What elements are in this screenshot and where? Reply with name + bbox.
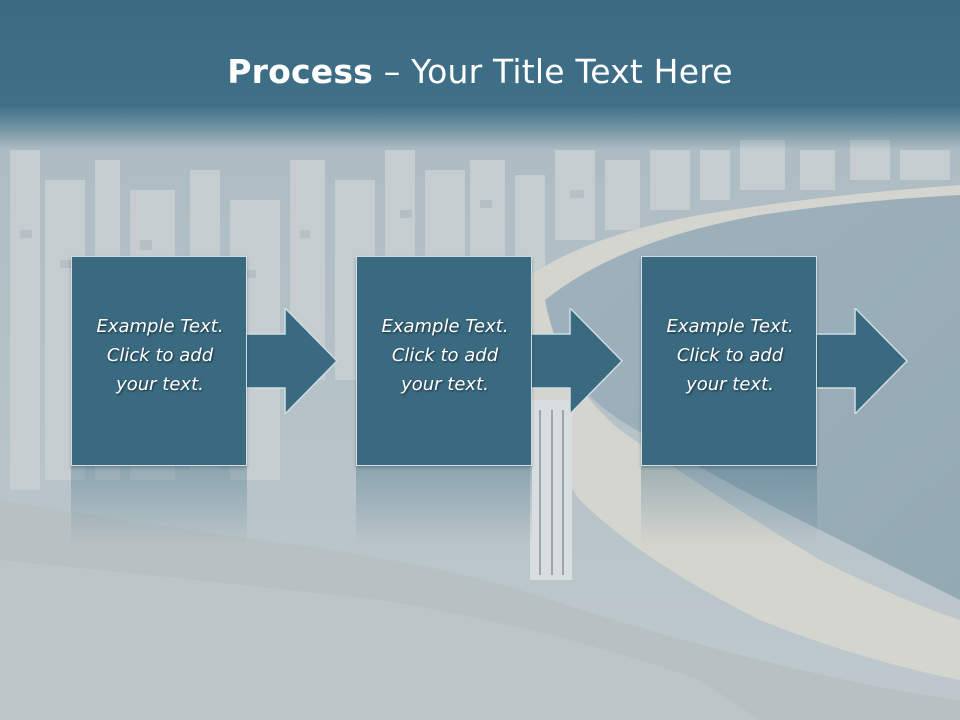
step-text-line: your text.: [686, 374, 774, 395]
title-rest: – Your Title Text Here: [373, 52, 733, 91]
step-text[interactable]: Example Text. Click to add your text.: [72, 312, 248, 399]
step-text-line: Click to add: [391, 345, 499, 366]
process-step-2: Example Text. Click to add your text.: [356, 256, 626, 466]
step-text-line: Click to add: [106, 345, 214, 366]
step-text-line: Example Text.: [96, 316, 224, 337]
step-reflection: [71, 466, 247, 546]
step-text[interactable]: Example Text. Click to add your text.: [357, 312, 533, 399]
step-text-line: your text.: [116, 374, 204, 395]
page-title: Process – Your Title Text Here: [0, 52, 960, 91]
arrow-right-icon: [524, 308, 624, 414]
process-step-1: Example Text. Click to add your text.: [71, 256, 341, 466]
arrow-right-icon: [239, 308, 339, 414]
step-reflection: [641, 466, 817, 546]
step-text-line: your text.: [401, 374, 489, 395]
step-reflection: [356, 466, 532, 546]
step-text-line: Example Text.: [381, 316, 509, 337]
process-step-3: Example Text. Click to add your text.: [641, 256, 911, 466]
step-text-line: Example Text.: [666, 316, 794, 337]
step-text-line: Click to add: [676, 345, 784, 366]
step-box[interactable]: Example Text. Click to add your text.: [641, 256, 817, 466]
step-text[interactable]: Example Text. Click to add your text.: [642, 312, 818, 399]
title-band: [0, 0, 960, 150]
step-box[interactable]: Example Text. Click to add your text.: [71, 256, 247, 466]
step-box[interactable]: Example Text. Click to add your text.: [356, 256, 532, 466]
title-bold: Process: [227, 52, 374, 91]
arrow-right-icon: [809, 308, 909, 414]
